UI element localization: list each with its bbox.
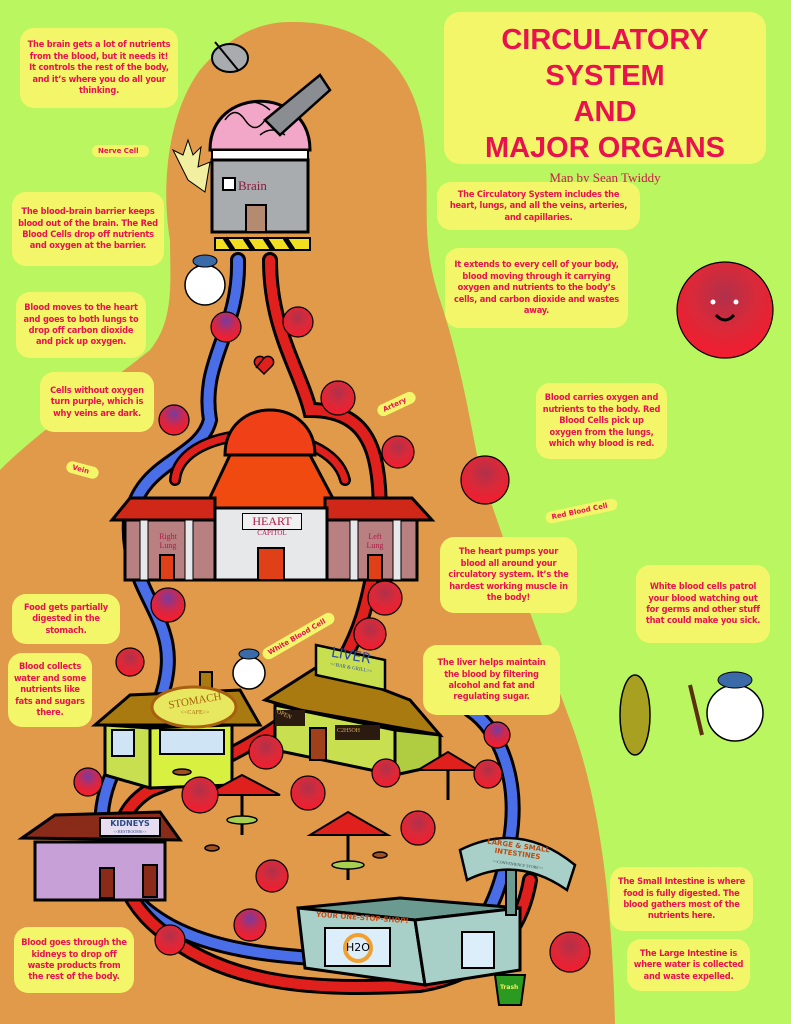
sign-heart: HEART <box>242 513 302 530</box>
bubble-stomach: Food gets partially digested in the stom… <box>12 594 120 644</box>
title-box: CIRCULATORY SYSTEM AND MAJOR ORGANS Map … <box>444 12 766 185</box>
bubble-large-intestine: The Large Intestine is where water is co… <box>627 939 750 991</box>
brain-building <box>208 41 332 252</box>
sign-right-lung: Right Lung <box>159 532 177 550</box>
sign-kidneys: KIDNEYS <box>110 819 150 828</box>
bubble-barrier: The blood-brain barrier keeps blood out … <box>12 192 164 266</box>
sign-kidneys-sub: <<RESTROOMS>> <box>113 829 147 834</box>
bubble-white-cells: White blood cells patrol your blood watc… <box>636 565 770 643</box>
white-blood-cells <box>184 254 764 742</box>
bubble-liver: The liver helps maintain the blood by fi… <box>423 645 560 715</box>
bubble-kidneys: Blood goes through the kidneys to drop o… <box>14 927 134 993</box>
red-blood-cells <box>73 261 774 973</box>
sign-left-lung: Left Lung <box>366 532 384 550</box>
germ <box>619 674 651 756</box>
bubble-heart: The heart pumps your blood all around yo… <box>440 537 577 613</box>
bubble-small-intestine: The Small Intestine is where food is ful… <box>610 867 753 931</box>
stomach-building <box>90 671 263 790</box>
bubble-includes: The Circulatory System includes the hear… <box>437 182 640 230</box>
sign-brain: Brain <box>238 178 267 193</box>
big-cell-smile <box>714 313 736 322</box>
big-red-blood-cell <box>676 261 774 359</box>
title-line-3: MAJOR ORGANS <box>484 132 726 164</box>
liver-building <box>261 643 444 777</box>
big-cell-face <box>710 299 739 305</box>
cafe-tables <box>172 750 482 880</box>
sign-ethanol: C2H5OH <box>337 728 361 734</box>
sign-stomach-sub: <<CAFE>> <box>180 710 210 716</box>
bubble-carries: Blood carries oxygen and nutrients to th… <box>536 383 667 459</box>
heart-building <box>108 355 436 582</box>
bubble-brain: The brain gets a lot of nutrients from t… <box>20 28 178 108</box>
nerve-cell <box>171 138 211 193</box>
bubble-lungs: Blood moves to the heart and goes to bot… <box>16 292 146 358</box>
label-nerve-cell: Nerve Cell <box>92 145 149 157</box>
sign-h2o: H2O <box>346 941 370 954</box>
sign-capitol: CAPITOL <box>257 529 287 537</box>
byline: Map by Sean Twiddy <box>549 170 661 185</box>
title-line-1: CIRCULATORY SYSTEM <box>501 24 709 92</box>
bubble-extends: It extends to every cell of your body, b… <box>445 248 628 328</box>
title-line-2: AND <box>573 96 637 128</box>
sign-trash: Trash <box>500 984 519 991</box>
bubble-collects: Blood collects water and some nutrients … <box>8 653 92 727</box>
bubble-purple: Cells without oxygen turn purple, which … <box>40 372 154 432</box>
kidneys-building <box>17 810 183 902</box>
intestines-building <box>296 836 577 1006</box>
